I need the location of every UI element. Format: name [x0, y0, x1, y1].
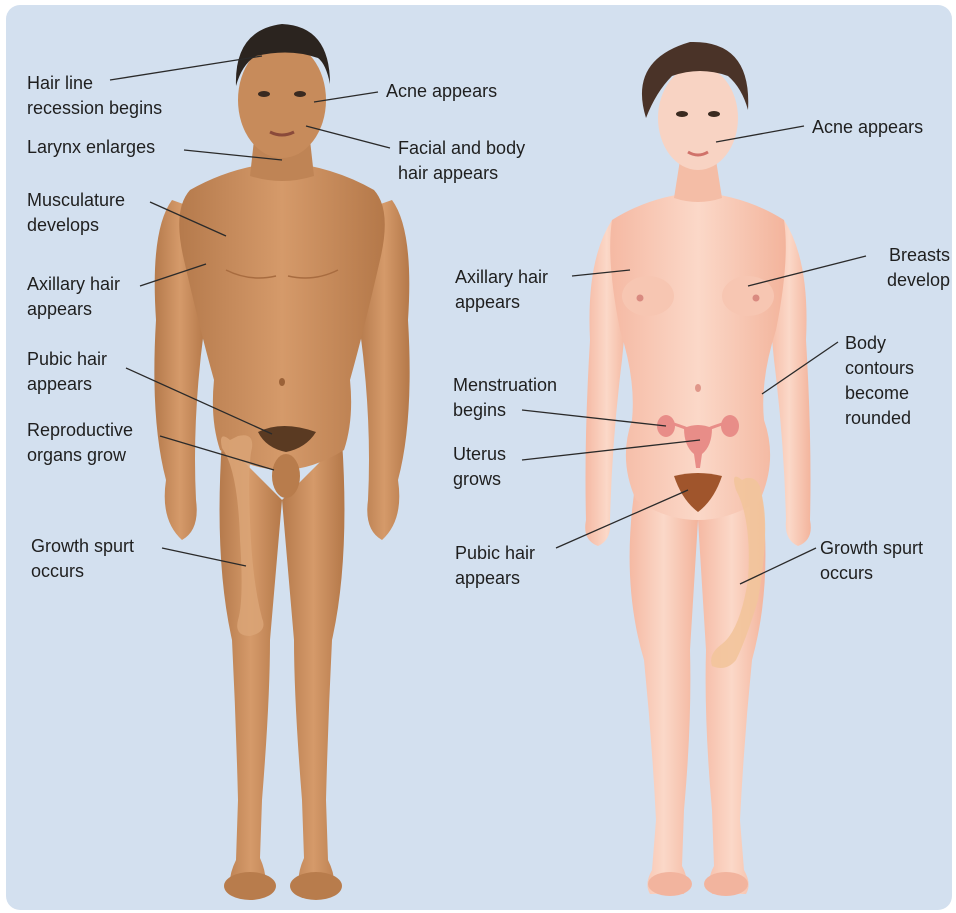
label-line: Growth spurt [820, 536, 923, 561]
label-body-contours: Body contours become rounded [845, 331, 914, 431]
label-facial-body-hair: Facial and body hair appears [398, 136, 525, 186]
label-line: recession begins [27, 96, 162, 121]
label-line: Pubic hair [455, 541, 535, 566]
label-line: appears [27, 297, 120, 322]
label-line: organs grow [27, 443, 133, 468]
label-female-pubic-hair: Pubic hair appears [455, 541, 535, 591]
label-male-acne: Acne appears [386, 79, 497, 104]
label-male-pubic-hair: Pubic hair appears [27, 347, 107, 397]
label-line: appears [455, 566, 535, 591]
label-larynx-enlarges: Larynx enlarges [27, 135, 155, 160]
label-line: appears [27, 372, 107, 397]
label-line: begins [453, 398, 557, 423]
label-line: develop [860, 268, 950, 293]
label-line: Pubic hair [27, 347, 107, 372]
label-male-growth-spurt: Growth spurt occurs [31, 534, 134, 584]
label-line: Larynx enlarges [27, 135, 155, 160]
male-figure [154, 24, 409, 900]
label-hairline-recession: Hair line recession begins [27, 71, 162, 121]
label-uterus-grows: Uterus grows [453, 442, 506, 492]
label-female-growth-spurt: Growth spurt occurs [820, 536, 923, 586]
label-line: Body [845, 331, 914, 356]
label-line: grows [453, 467, 506, 492]
label-line: Musculature [27, 188, 125, 213]
label-line: hair appears [398, 161, 525, 186]
label-musculature-develops: Musculature develops [27, 188, 125, 238]
label-female-axillary-hair: Axillary hair appears [455, 265, 548, 315]
label-line: Acne appears [812, 115, 923, 140]
label-line: Axillary hair [455, 265, 548, 290]
label-line: Axillary hair [27, 272, 120, 297]
label-menstruation-begins: Menstruation begins [453, 373, 557, 423]
label-male-axillary-hair: Axillary hair appears [27, 272, 120, 322]
label-line: Breasts [860, 243, 950, 268]
label-line: Growth spurt [31, 534, 134, 559]
label-line: Facial and body [398, 136, 525, 161]
label-line: Reproductive [27, 418, 133, 443]
label-line: Acne appears [386, 79, 497, 104]
label-line: occurs [31, 559, 134, 584]
label-reproductive-organs: Reproductive organs grow [27, 418, 133, 468]
female-figure [585, 42, 811, 896]
label-line: Hair line [27, 71, 162, 96]
label-line: become [845, 381, 914, 406]
label-line: Menstruation [453, 373, 557, 398]
label-line: develops [27, 213, 125, 238]
label-line: contours [845, 356, 914, 381]
label-female-acne: Acne appears [812, 115, 923, 140]
label-line: rounded [845, 406, 914, 431]
label-line: appears [455, 290, 548, 315]
label-breasts-develop: Breasts develop [860, 243, 950, 293]
label-line: occurs [820, 561, 923, 586]
label-line: Uterus [453, 442, 506, 467]
